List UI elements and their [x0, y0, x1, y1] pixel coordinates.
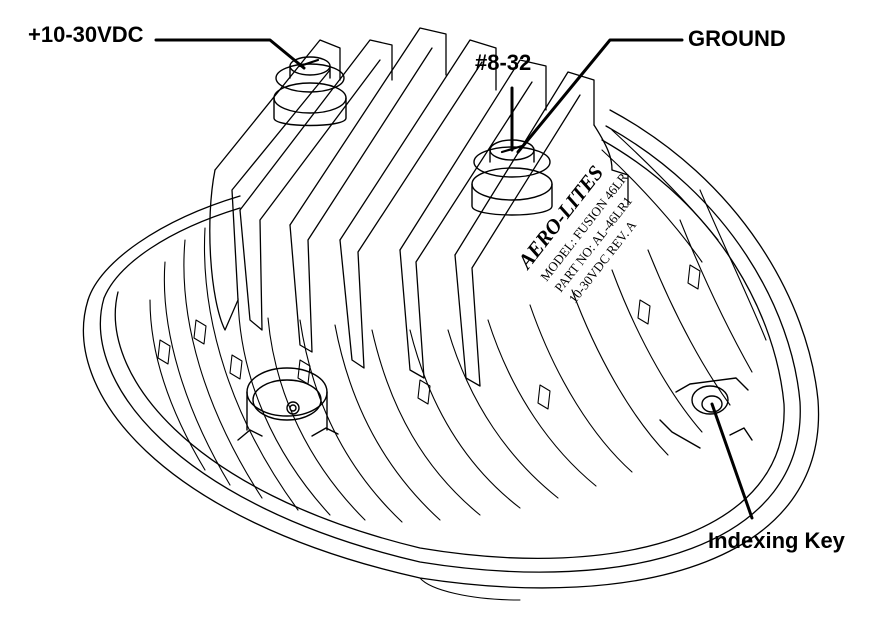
ground-leader-line: [516, 38, 684, 154]
indexing-key-tab: [659, 377, 753, 449]
indexing-key-callout-label: Indexing Key: [708, 528, 845, 553]
nameplate: AERO-LITES MODEL: FUSION 46LR PART NO: A…: [512, 161, 640, 306]
mounting-boss: [237, 367, 339, 441]
power-terminal: [273, 56, 347, 127]
cooling-fins: [149, 129, 767, 523]
callout-leaders: [154, 38, 754, 520]
screw-callout-label: #8-32: [475, 50, 532, 75]
outer-rim: [82, 109, 820, 601]
ground-callout-label: GROUND: [688, 26, 786, 51]
power-callout-label: +10-30VDC: [28, 22, 144, 47]
indexing-key-leader-line: [710, 402, 754, 520]
power-leader-line: [154, 38, 306, 70]
